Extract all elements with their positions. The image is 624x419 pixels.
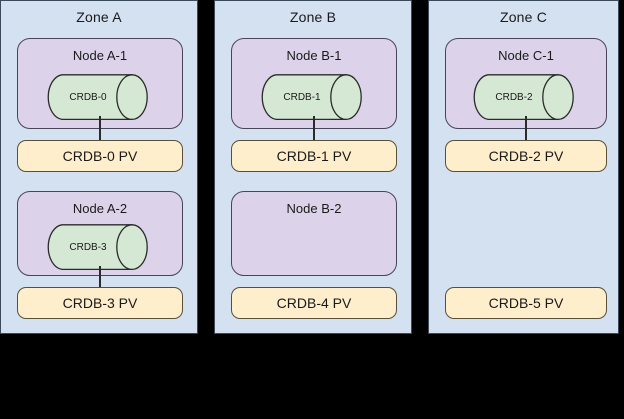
pv-crdb-2[interactable]: CRDB-2 PV xyxy=(445,140,607,172)
zone-b: Zone B Node B-1 CRDB-1 CRDB-1 PV Node B-… xyxy=(214,0,412,334)
pod-crdb-1[interactable]: CRDB-1 xyxy=(260,74,370,121)
node-c-1-title: Node C-1 xyxy=(498,48,554,63)
pv-crdb-0[interactable]: CRDB-0 PV xyxy=(17,140,183,172)
zone-a: Zone A Node A-1 CRDB-0 CRDB-0 PV Node A-… xyxy=(0,0,198,334)
node-b-1[interactable]: Node B-1 CRDB-1 xyxy=(231,38,397,129)
pv-crdb-4[interactable]: CRDB-4 PV xyxy=(231,287,397,319)
node-b-2[interactable]: Node B-2 xyxy=(231,191,397,276)
connector-a-1 xyxy=(99,116,101,142)
node-b-1-title: Node B-1 xyxy=(286,48,342,63)
pv-crdb-5[interactable]: CRDB-5 PV xyxy=(445,287,607,319)
node-a-2-title: Node A-2 xyxy=(72,201,128,216)
zone-b-title: Zone B xyxy=(289,9,337,25)
pod-crdb-2[interactable]: CRDB-2 xyxy=(472,74,582,121)
node-c-1[interactable]: Node C-1 CRDB-2 xyxy=(445,38,607,129)
node-a-1-title: Node A-1 xyxy=(72,48,128,63)
connector-a-2 xyxy=(99,266,101,289)
pv-crdb-3[interactable]: CRDB-3 PV xyxy=(17,287,183,319)
pod-crdb-0[interactable]: CRDB-0 xyxy=(46,74,156,121)
connector-c-1 xyxy=(525,116,527,142)
zone-a-title: Zone A xyxy=(76,9,122,25)
pod-crdb-3[interactable]: CRDB-3 xyxy=(46,224,156,271)
node-a-2[interactable]: Node A-2 CRDB-3 xyxy=(17,191,183,276)
node-b-2-title: Node B-2 xyxy=(286,201,342,216)
connector-b-1 xyxy=(313,116,315,142)
pv-crdb-1[interactable]: CRDB-1 PV xyxy=(231,140,397,172)
node-a-1[interactable]: Node A-1 CRDB-0 xyxy=(17,38,183,129)
zone-c: Zone C Node C-1 CRDB-2 CRDB-2 PV CRDB-5 … xyxy=(428,0,619,334)
zone-c-title: Zone C xyxy=(499,9,548,25)
